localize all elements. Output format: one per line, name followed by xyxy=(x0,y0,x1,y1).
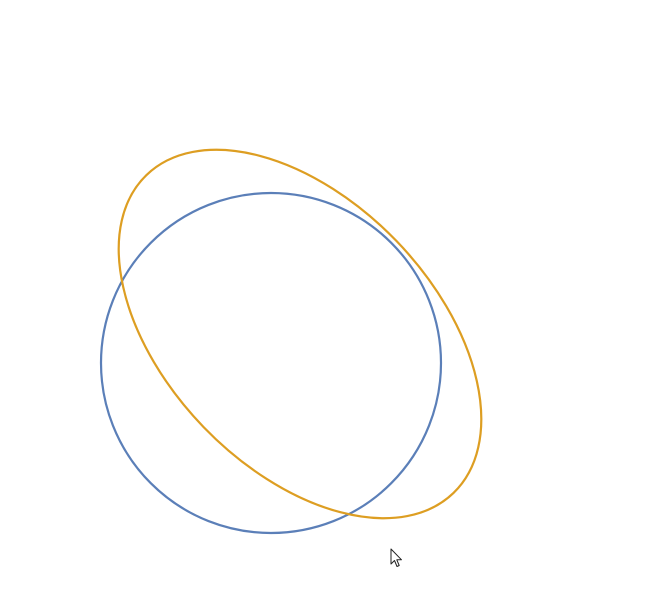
blue-circle-shape[interactable] xyxy=(99,191,443,535)
orange-ellipse-shape[interactable] xyxy=(50,82,550,586)
